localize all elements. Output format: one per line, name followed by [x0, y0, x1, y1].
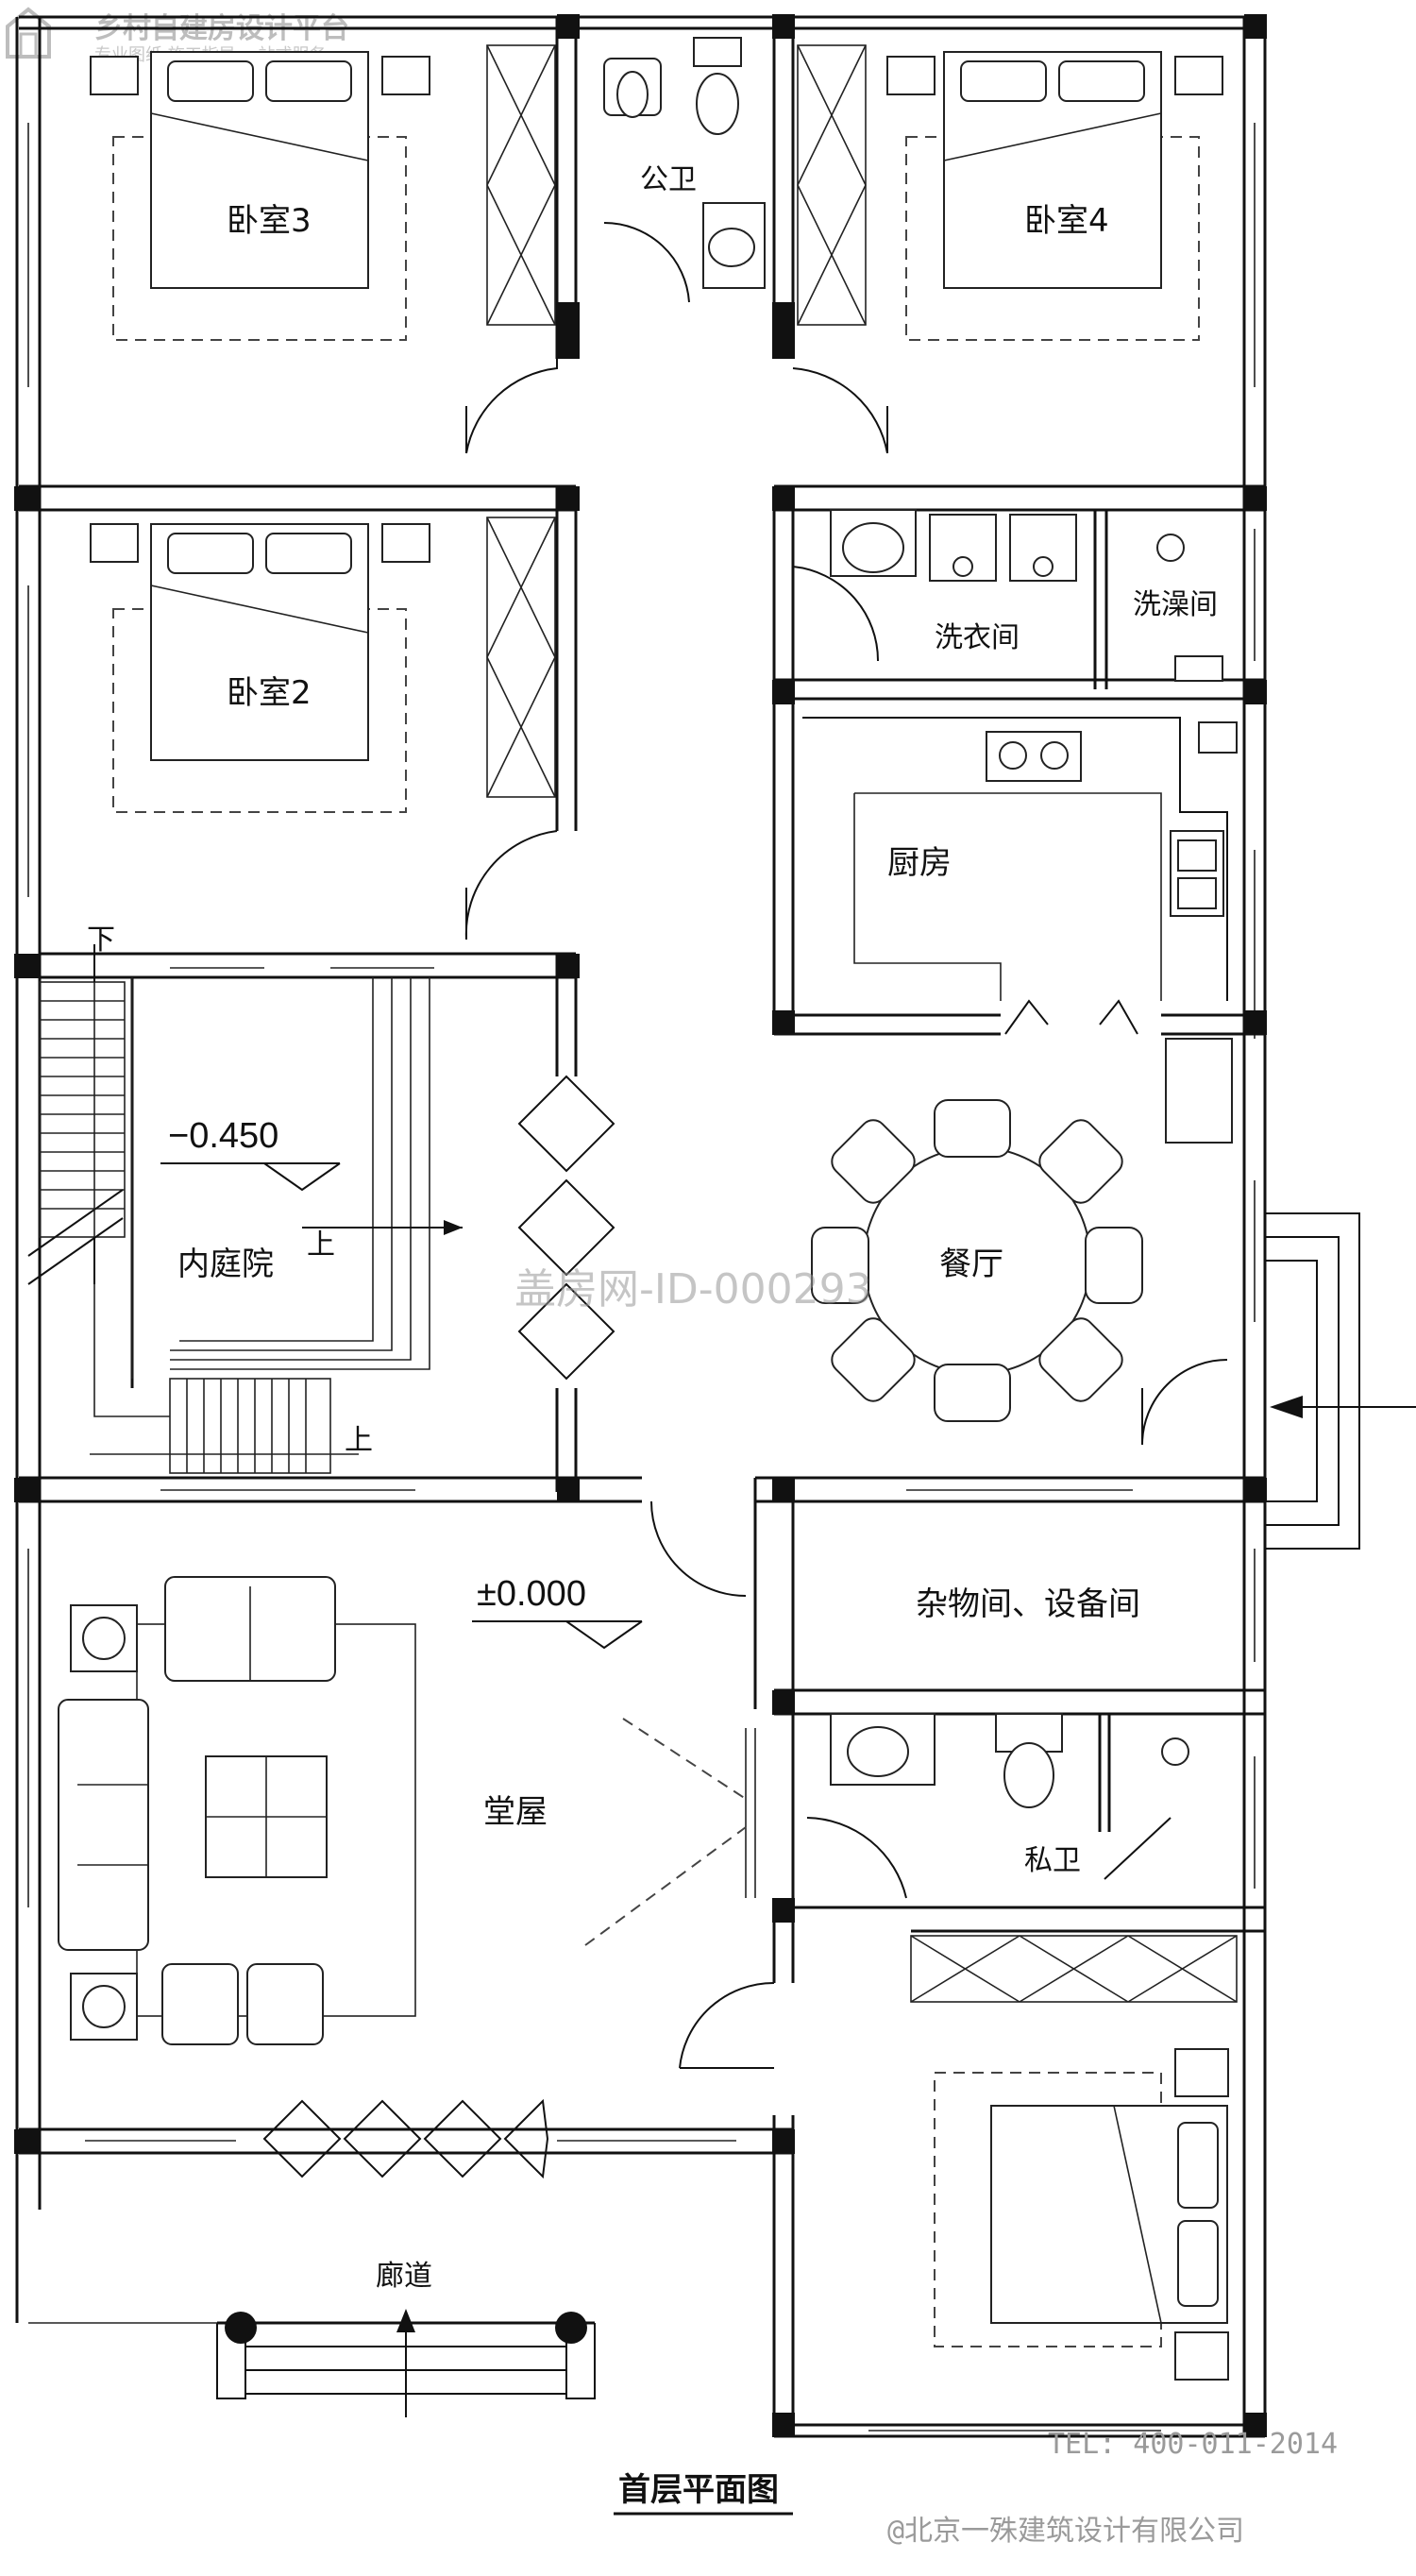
room-label-kitchen: 厨房 [887, 844, 952, 882]
room-label-storage: 杂物间、设备间 [916, 1585, 1140, 1623]
marker-up-stair: 上 [345, 1424, 373, 1457]
footer-company: @北京一殊建筑设计有限公司 [887, 2515, 1244, 2548]
porch-column-right [555, 2312, 587, 2344]
living-furniture [58, 1576, 416, 2045]
room-label-corridor: 廊道 [376, 2260, 432, 2293]
room-label-hall: 堂屋 [483, 1793, 548, 1831]
porch-column-left [225, 2312, 257, 2344]
footer-tel: TEL: 400-011-2014 [1048, 2428, 1338, 2461]
marker-down: 下 [87, 924, 115, 957]
marker-up-courtyard: 上 [307, 1229, 335, 1262]
drawing-title-block: 首层平面图 [614, 2471, 793, 2516]
structural-columns [14, 14, 1267, 2437]
stair-treads-lower [169, 1378, 331, 1474]
entry-arrows [396, 1396, 1416, 2417]
elevation-floor: ±0.000 [477, 1574, 586, 1614]
room-label-bedroom4: 卧室4 [1024, 202, 1109, 240]
courtyard-and-stairs [27, 944, 463, 1474]
dining-table [811, 1099, 1143, 1422]
kitchen-fixtures [802, 717, 1238, 1144]
room-label-shower: 洗澡间 [1133, 588, 1218, 621]
drawing-title: 首层平面图 [618, 2471, 779, 2509]
room-label-bedroom2: 卧室2 [227, 674, 312, 712]
wardrobes [486, 44, 1238, 2003]
stair-treads-upper [40, 1000, 125, 1210]
room-label-courtyard: 内庭院 [177, 1246, 274, 1283]
doors [262, 221, 1228, 2179]
exterior-walls [15, 15, 1360, 2438]
room-label-dining: 餐厅 [939, 1246, 1003, 1283]
interior-walls [15, 17, 1265, 2436]
room-label-bedroom3: 卧室3 [227, 202, 312, 240]
stair-markers: 下 上 上 [87, 924, 373, 1457]
beds [90, 51, 1229, 2381]
elevation-markers: −0.450 ±0.000 [160, 1116, 643, 1650]
watermark: 盖房网-ID-000293 [514, 1265, 872, 1313]
room-label-laundry: 洗衣间 [935, 621, 1020, 654]
room-label-private-wc: 私卫 [1024, 1844, 1081, 1877]
room-label-public-wc: 公卫 [640, 163, 697, 196]
room-labels: 卧室3 卧室4 卧室2 公卫 洗衣间 洗澡间 厨房 内庭院 餐厅 杂物间、设备间… [177, 163, 1218, 2293]
elevation-courtyard: −0.450 [168, 1116, 278, 1156]
bathroom-fixtures [603, 37, 1223, 1808]
